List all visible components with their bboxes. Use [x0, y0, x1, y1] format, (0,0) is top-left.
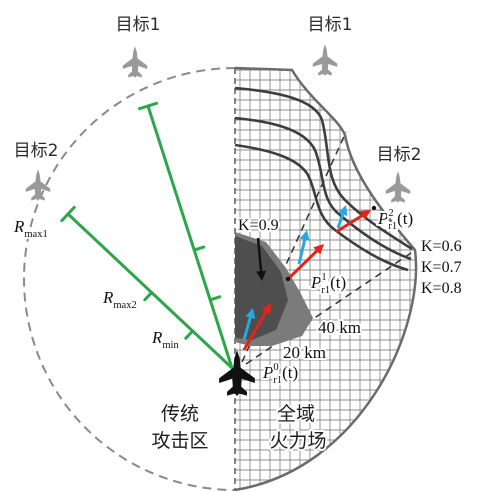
target2-right-label: 目标2 — [377, 145, 422, 165]
grid-mask — [235, 0, 485, 492]
distance-20km-label: 20 km — [283, 343, 326, 362]
traditional-zone-boundary — [23, 67, 236, 491]
sector-edge-lower — [245, 250, 415, 365]
blue-arrow-1-shaft — [242, 317, 252, 341]
point-superscript: 0 — [273, 362, 278, 373]
range-line-target1-group — [137, 101, 234, 370]
rmax2-subscript: max2 — [113, 300, 136, 311]
target2-left-label: 目标2 — [14, 141, 59, 161]
range-tick-rmin — [184, 329, 195, 340]
range-tick-target1-outer — [192, 245, 206, 252]
target-aircraft-icon — [312, 44, 338, 76]
k08-label: K=0.8 — [421, 280, 462, 297]
red-arrow-3 — [335, 210, 371, 234]
point-symbol: P — [310, 273, 321, 292]
k09-pointer-arrow-shaft — [256, 237, 263, 272]
target1-left-label: 目标1 — [116, 15, 161, 35]
blue-arrow-3-head — [337, 205, 348, 217]
target1-center-label: 目标1 — [308, 15, 353, 35]
point-subscript: r1 — [388, 221, 397, 232]
point-superscript: 1 — [321, 272, 326, 283]
blue-arrow-2-shaft — [297, 239, 307, 265]
blue-arrow-1 — [242, 308, 256, 341]
blue-arrow-3 — [336, 205, 348, 229]
range-tick-rmax2 — [143, 291, 154, 302]
fire-field-label-line2: 火力场 — [269, 430, 326, 452]
point-argument: (t) — [282, 363, 298, 382]
contour-k08 — [234, 143, 409, 272]
k09-pointer-arrow — [256, 237, 267, 281]
point-subscript: r1 — [321, 285, 330, 296]
rmin-symbol: R — [151, 328, 163, 347]
range-cap-target1 — [137, 101, 159, 111]
blue-arrow-1-head — [245, 308, 256, 319]
red-arrow-1-head — [261, 303, 271, 315]
red-arrow-2 — [285, 244, 324, 282]
red-arrow-1 — [242, 303, 271, 351]
blue-arrow-3-shaft — [336, 213, 345, 229]
range-line-rmax1-group — [60, 205, 234, 370]
point-argument: (t) — [330, 273, 346, 292]
point-symbol: P — [262, 363, 273, 382]
rmax1-label: Rmax1 — [13, 217, 48, 240]
trajectory-arrows — [242, 205, 371, 351]
rmax1-symbol: R — [13, 217, 25, 236]
range-tick-target1-inner — [208, 295, 222, 302]
point-subscript: r1 — [273, 375, 282, 386]
point-superscript: 2 — [388, 208, 393, 219]
distance-40km-label: 40 km — [318, 318, 361, 337]
rmax2-symbol: R — [102, 288, 114, 307]
trajectory-point-marker — [371, 205, 377, 211]
point-argument: (t) — [397, 209, 413, 228]
range-cap-rmax1 — [60, 205, 76, 223]
point-symbol: P — [377, 209, 388, 228]
red-arrow-2-head — [313, 244, 324, 255]
red-arrow-2-shaft — [285, 249, 318, 282]
k09-pointer-arrow-head — [256, 270, 267, 281]
blue-arrow-2-head — [299, 230, 310, 241]
trajectory-point-marker — [285, 276, 291, 282]
rmin-label: Rmin — [151, 328, 179, 351]
k09-label: K=0.9 — [238, 217, 279, 234]
traditional-zone-label-line1: 传统 — [161, 403, 199, 425]
own-fighter-jet-icon — [219, 349, 255, 397]
range-line-target1 — [146, 104, 234, 370]
point-p2-label: P2 r1(t) — [377, 208, 413, 232]
traditional-zone-label-line2: 攻击区 — [151, 430, 208, 452]
contour-k06 — [234, 86, 413, 251]
rmax2-label: Rmax2 — [102, 288, 137, 311]
point-p1-label: P1 r1(t) — [310, 272, 346, 296]
range-line-rmax1 — [66, 212, 234, 370]
k06-label: K=0.6 — [421, 238, 462, 255]
target-aircraft-icon — [385, 171, 411, 203]
target-aircraft-icon — [122, 46, 148, 78]
point-p0-label: P0 r1(t) — [262, 362, 298, 386]
k07-label: K=0.7 — [421, 259, 462, 276]
red-arrow-1-shaft — [242, 310, 268, 351]
fire-field-outline — [234, 66, 418, 492]
blue-arrow-2 — [297, 230, 310, 265]
target-aircraft-icon — [25, 169, 51, 201]
contour-k07 — [234, 116, 412, 261]
rmin-subscript: min — [162, 340, 179, 351]
fire-field-label-line1: 全域 — [277, 403, 315, 425]
red-arrow-3-shaft — [335, 214, 364, 234]
rmax1-subscript: max1 — [24, 229, 47, 240]
red-arrow-3-head — [359, 210, 371, 220]
